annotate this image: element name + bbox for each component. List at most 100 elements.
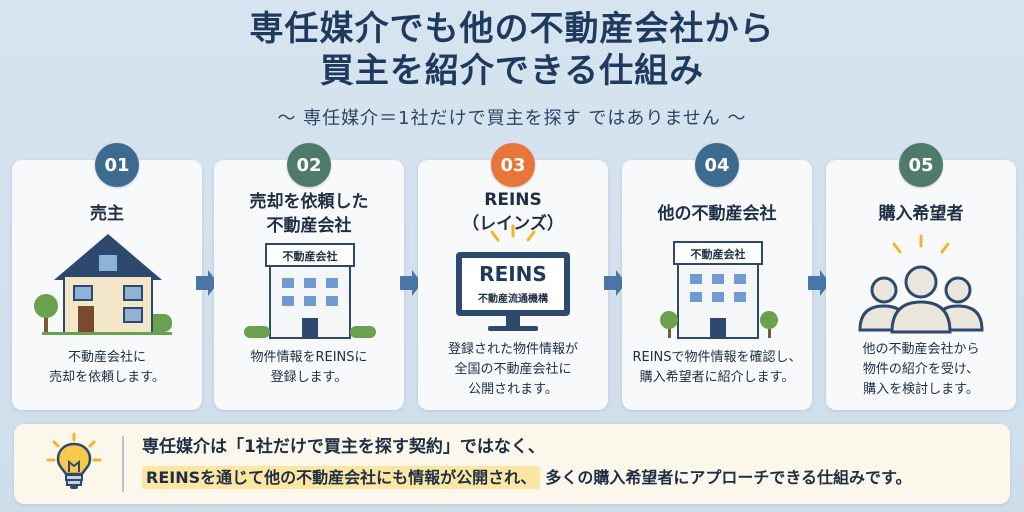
desc-line: 他の不動産会社から — [862, 342, 980, 357]
monitor-screen-title: REINS — [479, 262, 547, 286]
building-window — [326, 278, 338, 288]
monitor-screen-subtitle: 不動産流通機構 — [478, 294, 548, 305]
building-window — [326, 296, 338, 306]
step-card-4: 他の不動産会社 不動産会社 REINSで物件情報を確認し、 購入希望者に紹介しま… — [622, 160, 812, 410]
building-door — [710, 318, 726, 338]
tree-icon — [660, 311, 678, 329]
monitor-screen — [462, 258, 564, 310]
monitor-neck — [506, 316, 520, 326]
house-window — [123, 307, 143, 323]
arrow-right-icon — [604, 270, 626, 296]
step-card-1: 売主 不動産会社に 売却を依頼します。 — [12, 160, 202, 410]
tree-trunk — [668, 324, 671, 338]
desc-line: 公開されます。 — [468, 382, 558, 397]
title-line: 売却を依頼した — [249, 192, 369, 212]
step-3-badge: 03 — [491, 143, 535, 187]
step-2-description: 物件情報をREINSに 登録します。 — [214, 348, 404, 388]
desc-line: REINSで物件情報を確認し、 — [632, 350, 802, 365]
burst-ray — [526, 230, 536, 242]
house-window — [73, 285, 93, 301]
step-4-description: REINSで物件情報を確認し、 購入希望者に紹介します。 — [622, 348, 812, 388]
person-icon — [870, 276, 898, 304]
step-4-badge: 04 — [695, 143, 739, 187]
desc-line: 登録します。 — [270, 370, 348, 385]
building-window — [304, 296, 316, 306]
title-line: REINS — [484, 190, 542, 210]
building-sign — [265, 243, 355, 267]
building-window — [282, 296, 294, 306]
building-window — [712, 292, 724, 302]
desc-line: 不動産会社に — [67, 350, 146, 365]
house-attic-window — [97, 253, 119, 273]
step-3-description: 登録された物件情報が 全国の不動産会社に 公開されます。 — [418, 340, 608, 400]
building-sign — [673, 241, 763, 265]
step-card-5: 購入希望者 他の不動産会社から 物件の紹介を受け、 購入を検討します。 — [826, 160, 1016, 410]
building-window — [690, 274, 702, 284]
desc-line: 物件情報をREINSに — [250, 350, 368, 365]
title-line-2: 買主を紹介できる仕組み — [319, 51, 705, 91]
arrow-right-icon — [196, 270, 218, 296]
building-sign-text: 不動産会社 — [690, 248, 746, 261]
tree-icon — [34, 294, 58, 318]
step-card-3: REINS （レインズ） REINS 不動産流通機構 登録された物件情報が 全国… — [418, 160, 608, 410]
arrow-right-icon — [808, 270, 830, 296]
step-3-title: REINS （レインズ） — [418, 188, 608, 236]
step-2-badge: 02 — [287, 143, 331, 187]
building-window — [304, 278, 316, 288]
house-body — [63, 275, 153, 335]
building-window — [734, 292, 746, 302]
person-icon — [904, 265, 938, 299]
monitor-stand — [488, 326, 538, 331]
step-1-title: 売主 — [90, 204, 124, 224]
desc-line: 全国の不動産会社に — [454, 362, 572, 377]
building-window — [282, 278, 294, 288]
summary-highlight: REINSを通じて他の不動産会社にも情報が公開され、 — [142, 466, 541, 489]
step-4-title: 他の不動産会社 — [657, 204, 777, 224]
bush-icon — [244, 326, 270, 338]
title-line-1: 専任媒介でも他の不動産会社から — [249, 9, 775, 49]
step-card-2: 売却を依頼した 不動産会社 不動産会社 物件情報をREINSに 登録します。 — [214, 160, 404, 410]
buyers-group-illustration — [858, 234, 984, 334]
burst-ray — [892, 242, 902, 254]
burst-ray — [490, 230, 500, 242]
person-icon — [944, 276, 972, 304]
page-title: 専任媒介でも他の不動産会社から 買主を紹介できる仕組み — [0, 8, 1024, 92]
tree-trunk — [768, 324, 771, 338]
building-door — [302, 318, 318, 338]
arrow-right-icon — [400, 270, 422, 296]
burst-ray — [940, 242, 950, 254]
summary-line-1: 専任媒介は「1社だけで買主を探す契約」ではなく、 — [142, 437, 545, 457]
lightbulb-icon — [46, 432, 102, 489]
reins-monitor-illustration — [456, 224, 570, 331]
house-door — [78, 306, 94, 334]
summary-divider — [122, 436, 124, 492]
step-2-title: 売却を依頼した 不動産会社 — [214, 190, 404, 238]
summary-box: 専任媒介は「1社だけで買主を探す契約」ではなく、 REINSを通じて他の不動産会… — [14, 424, 1010, 504]
page-subtitle: 〜 専任媒介＝1社だけで買主を探す ではありません 〜 — [277, 108, 747, 129]
tree-icon — [760, 311, 778, 329]
building-sign-text: 不動産会社 — [282, 250, 338, 263]
office-building-illustration — [660, 241, 778, 339]
desc-line: 登録された物件情報が — [447, 342, 578, 357]
house-illustration — [34, 234, 172, 335]
building-window — [712, 274, 724, 284]
building-window — [734, 274, 746, 284]
office-building-illustration — [244, 243, 376, 339]
step-5-title: 購入希望者 — [878, 204, 964, 224]
desc-line: 売却を依頼します。 — [49, 370, 165, 385]
summary-line-2-rest: 多くの購入希望者にアプローチできる仕組みです。 — [545, 468, 912, 487]
desc-line: 物件の紹介を受け、 — [862, 362, 980, 377]
tree-trunk — [44, 310, 48, 332]
bush-icon — [350, 326, 376, 338]
desc-line: 購入を検討します。 — [863, 382, 979, 397]
step-5-badge: 05 — [899, 143, 943, 187]
title-line: 不動産会社 — [266, 216, 352, 236]
summary-line-2: REINSを通じて他の不動産会社にも情報が公開され、 多くの購入希望者にアプロー… — [142, 464, 912, 489]
title-line: （レインズ） — [462, 214, 564, 234]
house-window — [123, 285, 143, 301]
ground — [42, 332, 172, 335]
person-body — [890, 300, 952, 334]
step-1-badge: 01 — [95, 143, 139, 187]
desc-line: 購入希望者に紹介します。 — [639, 370, 795, 385]
building-window — [690, 292, 702, 302]
